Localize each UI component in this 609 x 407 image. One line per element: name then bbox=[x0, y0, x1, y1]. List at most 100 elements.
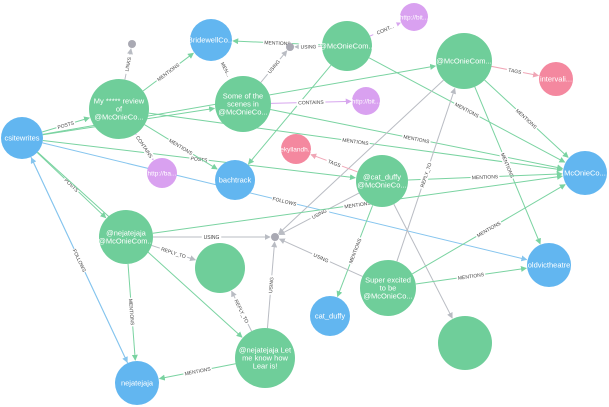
edge-label: CONTAINS bbox=[298, 100, 324, 107]
node-label: jekyllandh... bbox=[278, 147, 314, 154]
node-label: Lear is! bbox=[253, 362, 278, 371]
edge-label: CONTAINS bbox=[134, 135, 154, 160]
graph-node-user[interactable]: nejatejaja bbox=[115, 361, 159, 405]
graph-node-hashtag[interactable]: intervali... bbox=[539, 62, 573, 96]
node-circle bbox=[356, 155, 408, 207]
graph-node-tweet[interactable] bbox=[195, 243, 245, 293]
graph-node-hashtag[interactable]: jekyllandh... bbox=[278, 134, 314, 164]
graph-node-tweet[interactable]: My ***** reviewof@McOnieCo... bbox=[89, 79, 149, 139]
graph-node-user[interactable]: csitewrites bbox=[1, 117, 43, 159]
edge-label: POSTS bbox=[57, 120, 76, 131]
graph-edge[interactable] bbox=[278, 79, 444, 235]
edge-label: LINKS bbox=[124, 56, 133, 72]
graph-node-dot[interactable] bbox=[128, 40, 136, 48]
graph-edge[interactable]: LINKS bbox=[122, 48, 134, 80]
graph-node-user[interactable]: BridewellCo... bbox=[188, 19, 234, 61]
node-circle bbox=[128, 40, 136, 48]
graph-edge[interactable]: USING bbox=[153, 233, 271, 241]
node-circle bbox=[147, 158, 177, 188]
graph-node-link[interactable]: http://bit... bbox=[400, 3, 429, 31]
node-label: http://ba... bbox=[148, 171, 177, 178]
graph-edge[interactable] bbox=[247, 64, 332, 165]
node-circle bbox=[527, 243, 571, 287]
graph-edge[interactable]: REPLY_TO bbox=[231, 290, 253, 332]
graph-node-user[interactable]: cat_duffy bbox=[310, 296, 350, 336]
graph-edge[interactable]: POSTS bbox=[36, 152, 107, 219]
node-circle bbox=[438, 316, 492, 370]
node-label: cat_duffy bbox=[315, 312, 346, 321]
graph-edge[interactable]: MENTIONS bbox=[158, 363, 236, 381]
node-circle bbox=[215, 76, 271, 132]
edge-label: MENTIONS bbox=[127, 299, 135, 326]
node-circle bbox=[115, 361, 159, 405]
edge-label: MENTIONS bbox=[472, 174, 499, 181]
graph-node-link[interactable]: http://ba... bbox=[147, 158, 177, 188]
edge-line bbox=[247, 64, 332, 165]
graph-edge[interactable]: TAGS bbox=[310, 153, 358, 173]
node-circle bbox=[539, 62, 573, 96]
node-circle bbox=[215, 160, 255, 200]
graph-edge[interactable]: MENTIONS bbox=[127, 263, 138, 361]
graph-edge[interactable]: MENTIONS bbox=[148, 112, 563, 173]
graph-edge[interactable]: MENTIONS bbox=[142, 52, 194, 92]
graph-edge[interactable]: CONTAINS bbox=[133, 132, 156, 161]
node-circle bbox=[352, 87, 380, 115]
edge-line bbox=[393, 203, 453, 319]
node-label: oldvictheatre bbox=[528, 261, 571, 270]
graph-edge[interactable]: CONTAINS bbox=[270, 98, 352, 107]
edge-label: FOLLOWS bbox=[272, 196, 298, 208]
node-circle bbox=[400, 3, 428, 31]
graph-node-user[interactable]: bachtrack bbox=[215, 160, 255, 200]
graph-node-dot[interactable] bbox=[271, 233, 279, 241]
graph-node-tweet[interactable] bbox=[438, 316, 492, 370]
graph-edge[interactable]: MENTIONS bbox=[270, 109, 564, 171]
graph-edge[interactable]: MENTIONS bbox=[407, 171, 563, 181]
edge-label: MENTIONS bbox=[476, 220, 502, 239]
graph-edge[interactable]: MENTIONS bbox=[152, 173, 563, 234]
graph-node-user[interactable]: McOnieCo... bbox=[563, 151, 607, 195]
graph-edge[interactable] bbox=[393, 203, 453, 319]
edge-label: POSTS bbox=[190, 156, 208, 164]
graph-node-tweet[interactable]: @McOnieCom... bbox=[319, 21, 375, 71]
node-label: @McOnieCom... bbox=[319, 42, 375, 51]
edge-label: MENTIONS bbox=[344, 201, 372, 211]
edge-label: REPLY_TO bbox=[160, 247, 186, 261]
node-label: scenes in bbox=[227, 100, 259, 109]
edge-label: TAGS bbox=[508, 68, 523, 77]
node-circle bbox=[271, 233, 279, 241]
graph-edge[interactable]: CONT... bbox=[369, 21, 401, 38]
node-circle bbox=[281, 134, 311, 164]
graph-edge[interactable]: USING bbox=[260, 50, 288, 83]
graph-edge[interactable]: USING bbox=[294, 43, 323, 51]
graph-edge[interactable]: REPLY_TO bbox=[151, 244, 197, 262]
graph-edge[interactable]: TAGS bbox=[491, 65, 540, 78]
graph-edge[interactable]: MENTIONS bbox=[415, 266, 527, 285]
graph-edge[interactable]: POSTS bbox=[41, 116, 91, 133]
node-label: @McOnieCo... bbox=[363, 292, 412, 301]
graph-node-user[interactable]: oldvictheatre bbox=[527, 243, 571, 287]
graph-node-dot[interactable] bbox=[286, 43, 294, 51]
node-circle bbox=[436, 33, 492, 89]
graph-edge[interactable]: MEN... bbox=[217, 57, 234, 81]
graph-node-tweet[interactable]: @McOnieCom... bbox=[436, 33, 492, 89]
node-circle bbox=[89, 79, 149, 139]
node-label: @McOnieCom... bbox=[436, 57, 492, 66]
graph-edge[interactable]: FOLLOWS bbox=[42, 142, 528, 262]
edge-label: USING bbox=[312, 253, 329, 265]
edge-line bbox=[278, 79, 444, 235]
graph-node-tweet[interactable]: @cat_duffy@McOnieCo... bbox=[356, 155, 408, 207]
node-label: nejatejaja bbox=[121, 379, 154, 388]
graph-edge[interactable]: USING bbox=[266, 241, 278, 329]
graph-node-tweet[interactable]: @nejatejaja@McOnieCom... bbox=[98, 210, 154, 264]
node-circle bbox=[310, 296, 350, 336]
edge-label: MENTIONS bbox=[184, 366, 212, 377]
node-circle bbox=[195, 243, 245, 293]
graph-node-link[interactable]: http://bit... bbox=[352, 87, 381, 115]
node-circle bbox=[1, 117, 43, 159]
node-circle bbox=[99, 210, 153, 264]
